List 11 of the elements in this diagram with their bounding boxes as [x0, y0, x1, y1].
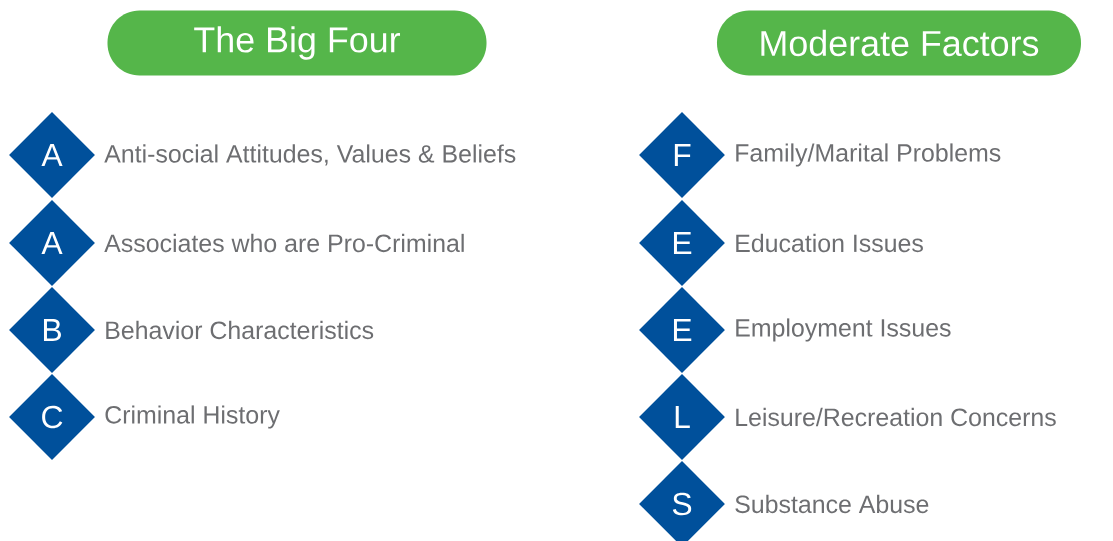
- factor-label: Criminal History: [105, 405, 280, 429]
- factor-label: Leisure/Recreation Concerns: [736, 407, 1056, 427]
- factor-label: Behavior Characteristics: [106, 320, 374, 340]
- factor-label: Employment Issues: [736, 318, 951, 342]
- title-pill: Moderate Factors: [717, 10, 1081, 76]
- factor-label: Family/Marital Problems: [736, 143, 1001, 167]
- factor-label: Anti-social Attitudes, Values & Beliefs: [104, 144, 516, 166]
- factor-label: Associates who are Pro-Criminal: [104, 233, 464, 253]
- factor-label: Substance Abuse: [735, 494, 929, 514]
- title-pill: The Big Four: [107, 10, 487, 76]
- factor-label: Education Issues: [736, 233, 923, 253]
